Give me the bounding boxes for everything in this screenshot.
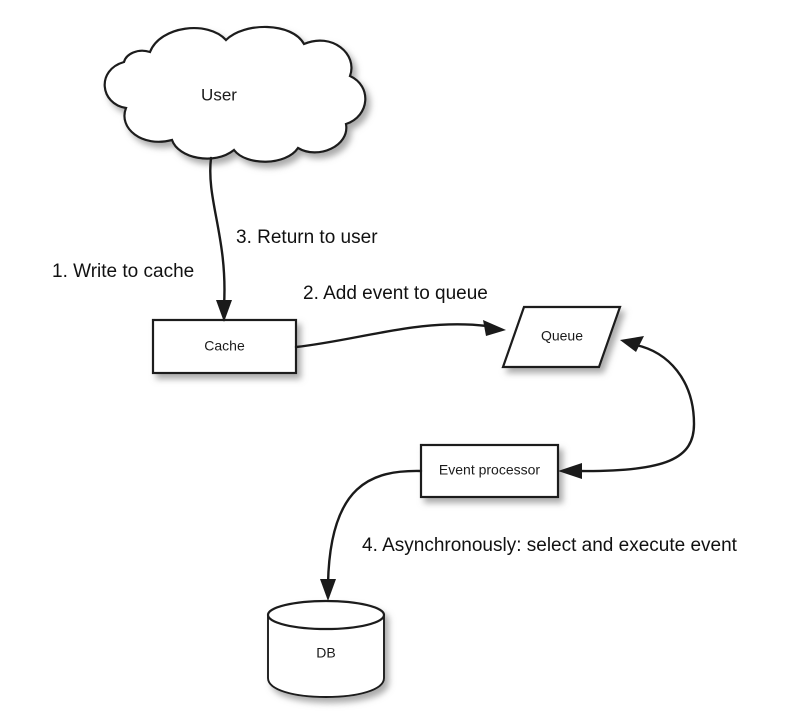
edge-user-cache-line	[209, 156, 226, 308]
cache-label: Cache	[204, 338, 245, 354]
edge-queue-proc-arrowhead-top	[620, 336, 644, 352]
node-cache[interactable]: Cache	[151, 318, 298, 375]
db-label: DB	[316, 645, 335, 661]
edge-cache-queue-line	[294, 323, 489, 349]
event-processor-label: Event processor	[439, 462, 540, 478]
edge-label-step-4: 4. Asynchronously: select and execute ev…	[362, 535, 738, 556]
node-queue[interactable]: Queue	[501, 305, 622, 369]
edge-queue-proc-arrowhead-left	[558, 463, 582, 479]
edge-proc-db-line	[326, 469, 423, 586]
event-processor-box-shape	[419, 443, 560, 499]
edge-cache-queue-arrowhead	[483, 320, 506, 336]
edge-label-step-3: 3. Return to user	[236, 227, 378, 248]
edge-label-step-2: 2. Add event to queue	[303, 283, 488, 304]
node-user[interactable]: User	[103, 25, 367, 163]
user-cloud-shape	[103, 25, 367, 163]
user-label: User	[201, 85, 237, 104]
edge-cache-to-queue	[294, 320, 506, 349]
node-db[interactable]: DB	[266, 599, 386, 698]
edge-user-cache-arrowhead	[216, 300, 232, 322]
edge-queue-event-processor	[558, 336, 696, 479]
edge-queue-proc-line	[576, 343, 696, 473]
db-cylinder-top	[266, 599, 386, 631]
queue-label: Queue	[541, 328, 583, 344]
edge-user-to-cache	[209, 156, 232, 322]
edge-event-processor-to-db	[320, 469, 423, 601]
queue-parallelogram-shape	[501, 305, 622, 369]
edge-proc-db-arrowhead	[320, 579, 336, 601]
node-event-processor[interactable]: Event processor	[419, 443, 560, 499]
edge-label-step-1: 1. Write to cache	[52, 261, 194, 282]
db-cylinder-body	[267, 614, 385, 698]
